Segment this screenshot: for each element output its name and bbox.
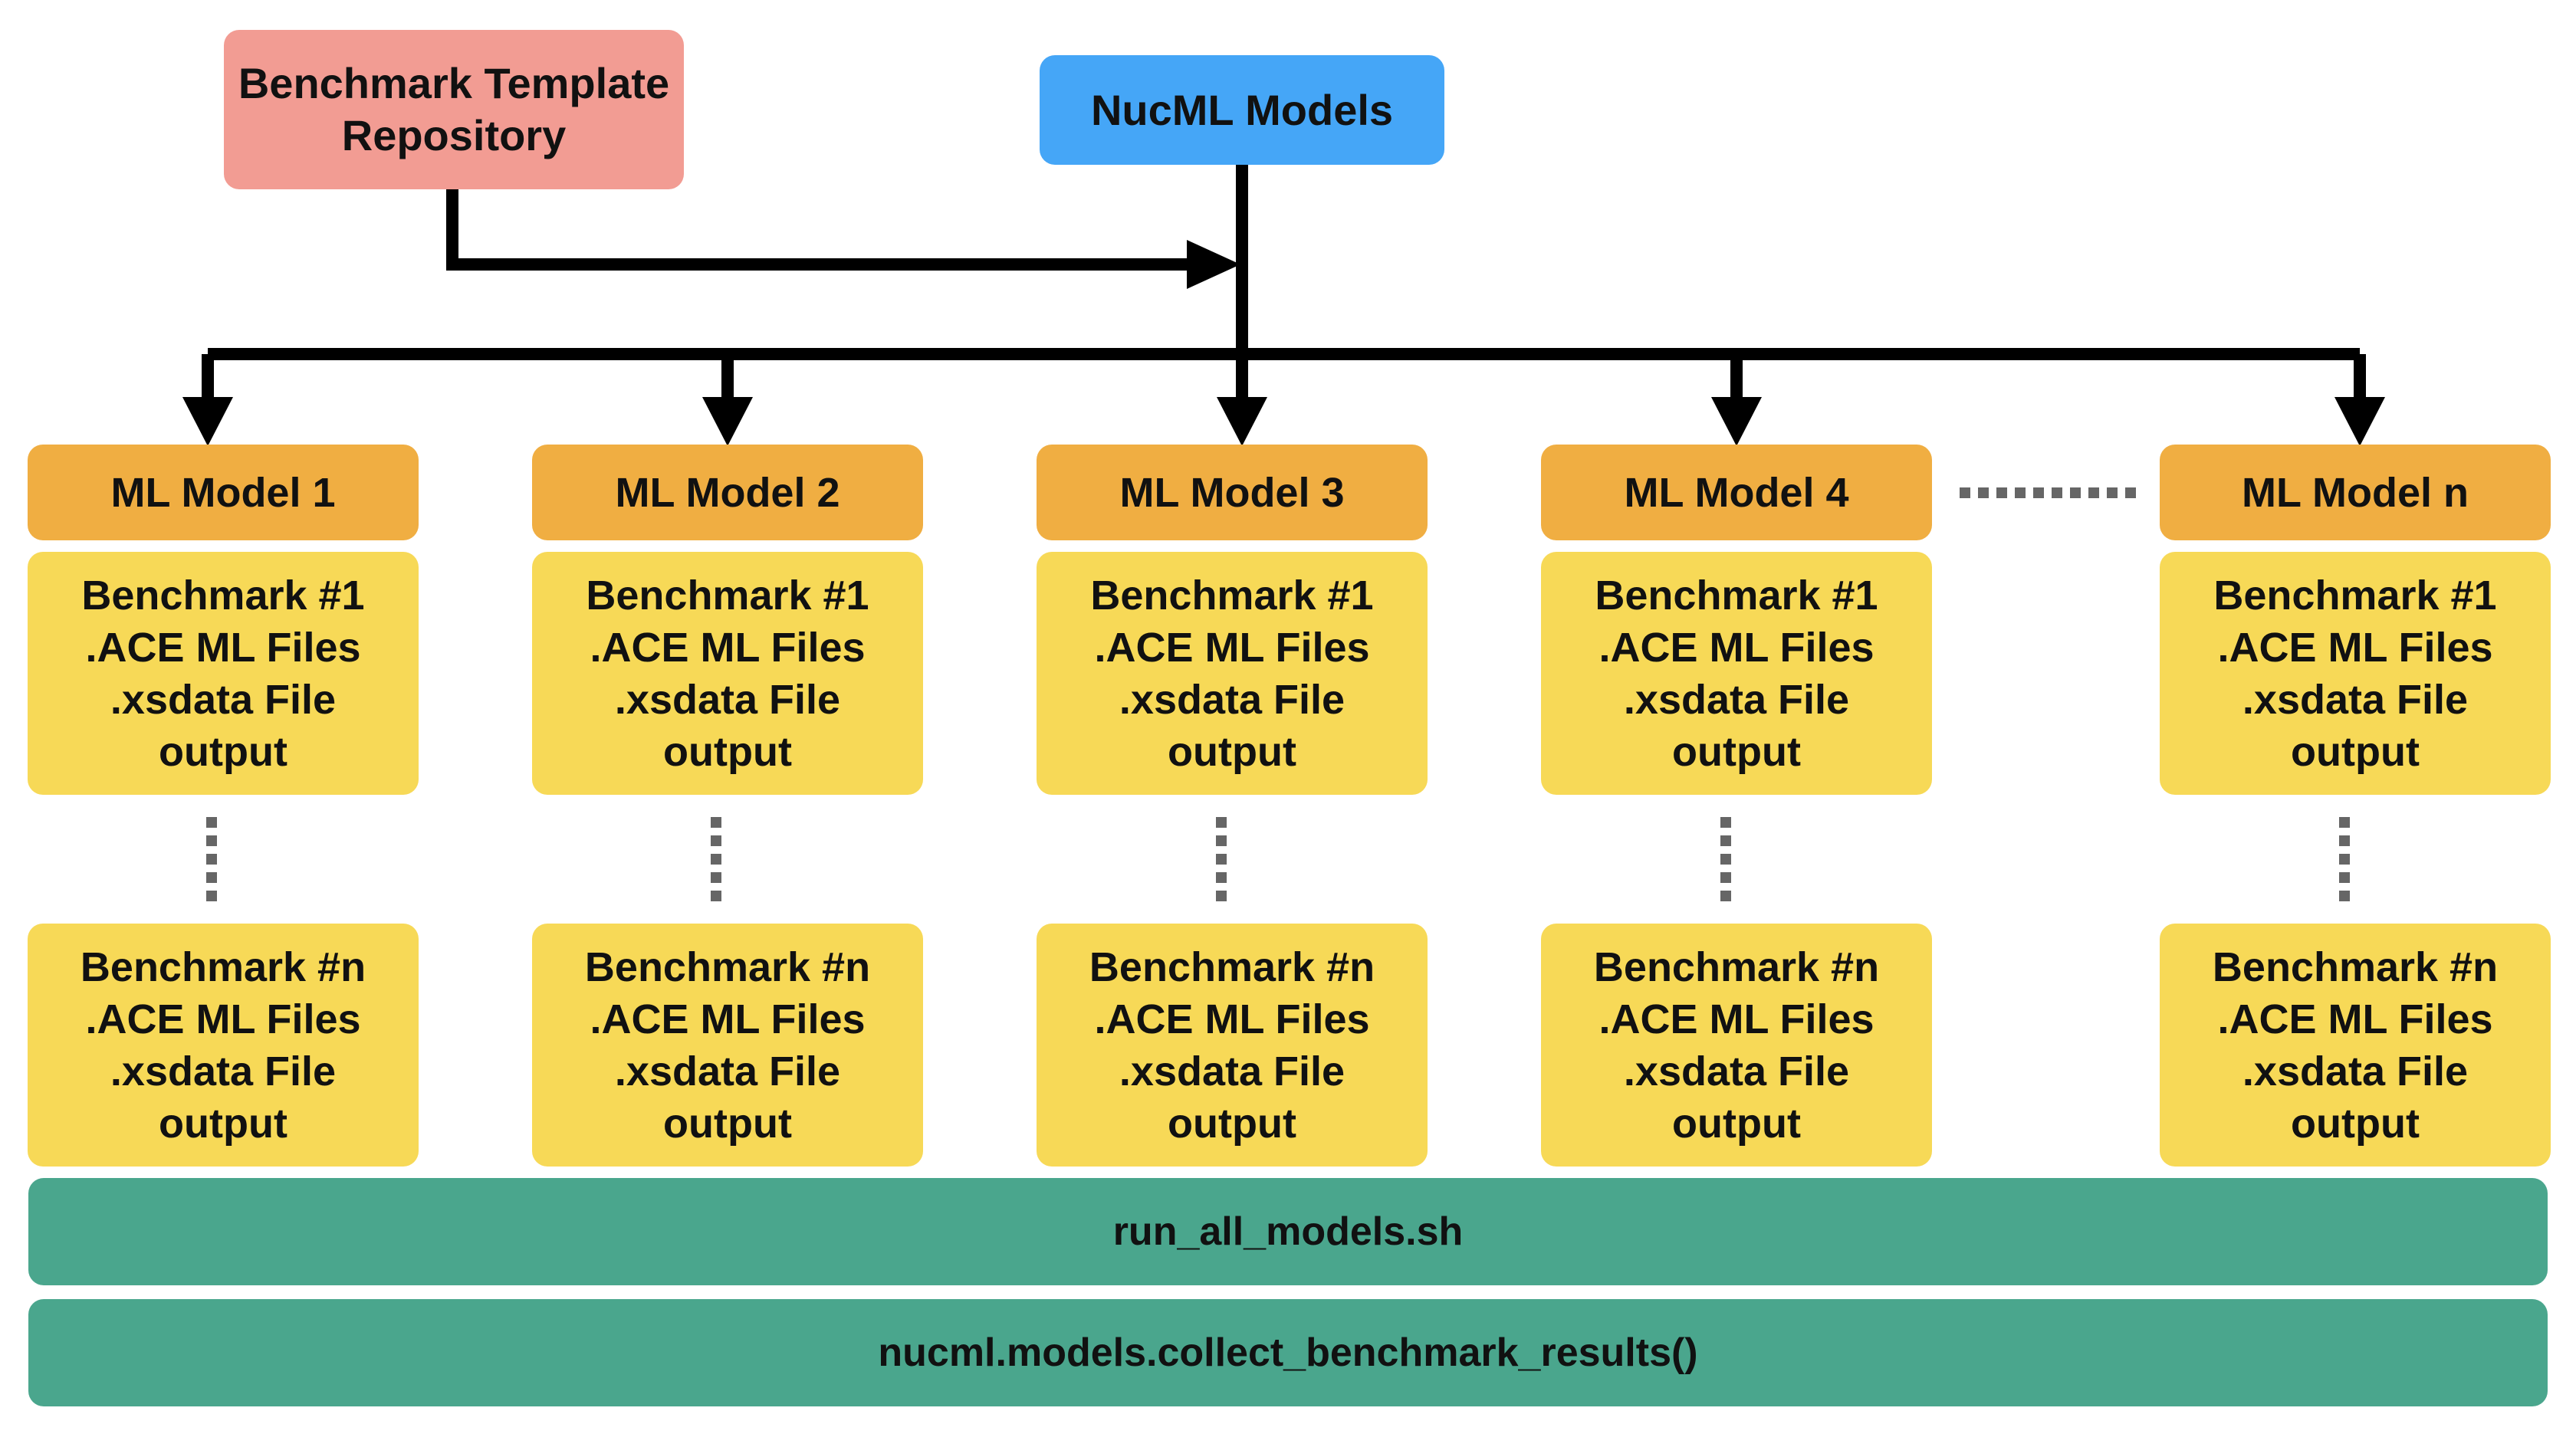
benchmark-template-repository-box: Benchmark Template Repository	[224, 30, 684, 189]
benchmark-first-box-1: Benchmark #1 .ACE ML Files .xsdata File …	[28, 552, 419, 795]
benchmark-last-box-2: Benchmark #n .ACE ML Files .xsdata File …	[532, 924, 923, 1167]
benchmark-last-box-3: Benchmark #n .ACE ML Files .xsdata File …	[1037, 924, 1428, 1167]
benchmark-last-box-4: Benchmark #n .ACE ML Files .xsdata File …	[1541, 924, 1932, 1167]
source-connector	[446, 189, 1196, 271]
arrow-model-n	[2334, 397, 2385, 446]
ace-files-label: .ACE ML Files	[590, 996, 866, 1042]
model-header-n: ML Model n	[2160, 445, 2551, 540]
benchmark-first-box-3: Benchmark #1 .ACE ML Files .xsdata File …	[1037, 552, 1428, 795]
benchmark-label: Benchmark #1	[586, 572, 869, 619]
model-header-label: ML Model 3	[1119, 469, 1345, 516]
output-label: output	[663, 1100, 792, 1147]
xsdata-file-label: .xsdata File	[1623, 676, 1850, 723]
arrow-model-4	[1711, 397, 1762, 446]
model-header-3: ML Model 3	[1037, 445, 1428, 540]
collect-benchmark-results-label: nucml.models.collect_benchmark_results()	[878, 1331, 1698, 1375]
model-header-label: ML Model 2	[615, 469, 840, 516]
run-all-models-bar: run_all_models.sh	[28, 1178, 2548, 1285]
source-line-2: Repository	[341, 111, 567, 159]
xsdata-file-label: .xsdata File	[2242, 676, 2469, 723]
xsdata-file-label: .xsdata File	[110, 1048, 337, 1094]
output-label: output	[1168, 1100, 1296, 1147]
arrow-model-2	[702, 397, 753, 446]
arrow-into-trunk	[1187, 240, 1240, 289]
benchmark-first-box-2: Benchmark #1 .ACE ML Files .xsdata File …	[532, 552, 923, 795]
benchmark-label: Benchmark #n	[2212, 943, 2499, 990]
xsdata-file-label: .xsdata File	[1119, 1048, 1346, 1094]
ace-files-label: .ACE ML Files	[85, 624, 361, 671]
model-header-1: ML Model 1	[28, 445, 419, 540]
output-label: output	[2291, 1100, 2420, 1147]
ace-files-label: .ACE ML Files	[1598, 996, 1875, 1042]
benchmark-first-box-n: Benchmark #1 .ACE ML Files .xsdata File …	[2160, 552, 2551, 795]
output-label: output	[1672, 1100, 1801, 1147]
model-header-label: ML Model n	[2242, 469, 2469, 516]
ace-files-label: .ACE ML Files	[2217, 996, 2493, 1042]
benchmark-first-box-4: Benchmark #1 .ACE ML Files .xsdata File …	[1541, 552, 1932, 795]
run-all-models-label: run_all_models.sh	[1112, 1209, 1464, 1254]
output-label: output	[1168, 728, 1296, 775]
benchmark-label: Benchmark #1	[1090, 572, 1374, 619]
xsdata-file-label: .xsdata File	[110, 676, 337, 723]
benchmark-last-box-1: Benchmark #n .ACE ML Files .xsdata File …	[28, 924, 419, 1167]
ace-files-label: .ACE ML Files	[1094, 624, 1370, 671]
ace-files-label: .ACE ML Files	[1094, 996, 1370, 1042]
xsdata-file-label: .xsdata File	[1119, 676, 1346, 723]
benchmark-label: Benchmark #n	[1593, 943, 1880, 990]
nucml-models-label: NucML Models	[1090, 86, 1394, 134]
ace-files-label: .ACE ML Files	[1598, 624, 1875, 671]
benchmark-label: Benchmark #n	[584, 943, 871, 990]
output-label: output	[663, 728, 792, 775]
model-header-2: ML Model 2	[532, 445, 923, 540]
benchmark-label: Benchmark #n	[80, 943, 366, 990]
output-label: output	[159, 728, 288, 775]
xsdata-file-label: .xsdata File	[614, 676, 841, 723]
model-header-4: ML Model 4	[1541, 445, 1932, 540]
model-header-label: ML Model 4	[1624, 469, 1849, 516]
source-line-1: Benchmark Template	[238, 59, 670, 107]
xsdata-file-label: .xsdata File	[2242, 1048, 2469, 1094]
collect-benchmark-results-bar: nucml.models.collect_benchmark_results()	[28, 1299, 2548, 1406]
ace-files-label: .ACE ML Files	[2217, 624, 2493, 671]
output-label: output	[2291, 728, 2420, 775]
benchmark-last-box-n: Benchmark #n .ACE ML Files .xsdata File …	[2160, 924, 2551, 1167]
arrow-model-3	[1217, 397, 1267, 446]
xsdata-file-label: .xsdata File	[1623, 1048, 1850, 1094]
ace-files-label: .ACE ML Files	[85, 996, 361, 1042]
benchmark-label: Benchmark #1	[1595, 572, 1878, 619]
benchmark-label: Benchmark #n	[1089, 943, 1375, 990]
benchmark-label: Benchmark #1	[2213, 572, 2497, 619]
output-label: output	[159, 1100, 288, 1147]
arrow-model-1	[182, 397, 233, 446]
xsdata-file-label: .xsdata File	[614, 1048, 841, 1094]
output-label: output	[1672, 728, 1801, 775]
benchmark-label: Benchmark #1	[81, 572, 365, 619]
ace-files-label: .ACE ML Files	[590, 624, 866, 671]
nucml-models-box: NucML Models	[1040, 55, 1444, 165]
model-header-label: ML Model 1	[110, 469, 336, 516]
